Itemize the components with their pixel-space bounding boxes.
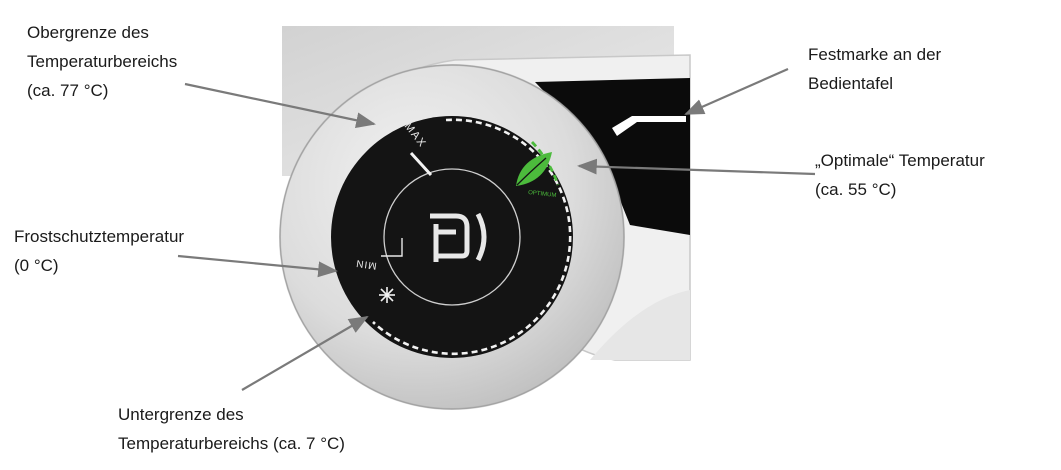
annotation-lower-limit-line2: Temperaturbereichs (ca. 7 °C) bbox=[118, 434, 345, 453]
arrow-frost bbox=[177, 254, 338, 278]
annotation-arrows bbox=[177, 67, 816, 391]
annotation-upper-limit-line2: Temperaturbereichs bbox=[27, 52, 178, 71]
annotation-upper-limit-line1: Obergrenze des bbox=[27, 23, 149, 42]
snowflake-icon bbox=[379, 287, 395, 303]
annotation-frost: Frostschutztemperatur (0 °C) bbox=[14, 222, 184, 280]
arrow-lower-limit bbox=[241, 316, 369, 391]
dial-face bbox=[331, 116, 573, 358]
annotation-frost-line2: (0 °C) bbox=[14, 256, 59, 275]
dial-bezel-shadow bbox=[279, 64, 625, 410]
annotation-fixed-mark-line2: Bedientafel bbox=[808, 74, 894, 93]
brand-logo-icon bbox=[430, 212, 487, 262]
leaf-icon bbox=[516, 152, 552, 186]
optimum-label: OPTIMUM bbox=[528, 190, 557, 199]
temperature-scale-arc bbox=[372, 118, 572, 356]
annotation-frost-line1: Frostschutztemperatur bbox=[14, 227, 185, 246]
min-label: MIN bbox=[355, 257, 378, 271]
dial-inner-ring bbox=[383, 168, 521, 306]
arrow-upper-limit bbox=[184, 82, 376, 129]
control-panel-lower-trim bbox=[590, 290, 690, 360]
annotation-optimum-line1: „Optimale“ Temperatur bbox=[815, 151, 985, 170]
annotation-optimum-line2: (ca. 55 °C) bbox=[815, 180, 897, 199]
annotation-upper-limit: Obergrenze des Temperaturbereichs (ca. 7… bbox=[27, 18, 177, 105]
annotation-fixed-mark-line1: Festmarke an der bbox=[808, 45, 942, 64]
annotation-lower-limit: Untergrenze des Temperaturbereichs (ca. … bbox=[118, 400, 345, 458]
annotation-optimum: „Optimale“ Temperatur (ca. 55 °C) bbox=[815, 146, 985, 204]
annotation-fixed-mark: Festmarke an der Bedientafel bbox=[808, 40, 941, 98]
annotation-upper-limit-line3: (ca. 77 °C) bbox=[27, 81, 109, 100]
arrow-optimum bbox=[577, 158, 816, 176]
max-pointer bbox=[409, 151, 433, 177]
arrow-fixed-mark bbox=[684, 67, 789, 116]
fixed-mark bbox=[612, 116, 686, 136]
min-pointer bbox=[381, 238, 403, 257]
annotation-lower-limit-line1: Untergrenze des bbox=[118, 405, 244, 424]
